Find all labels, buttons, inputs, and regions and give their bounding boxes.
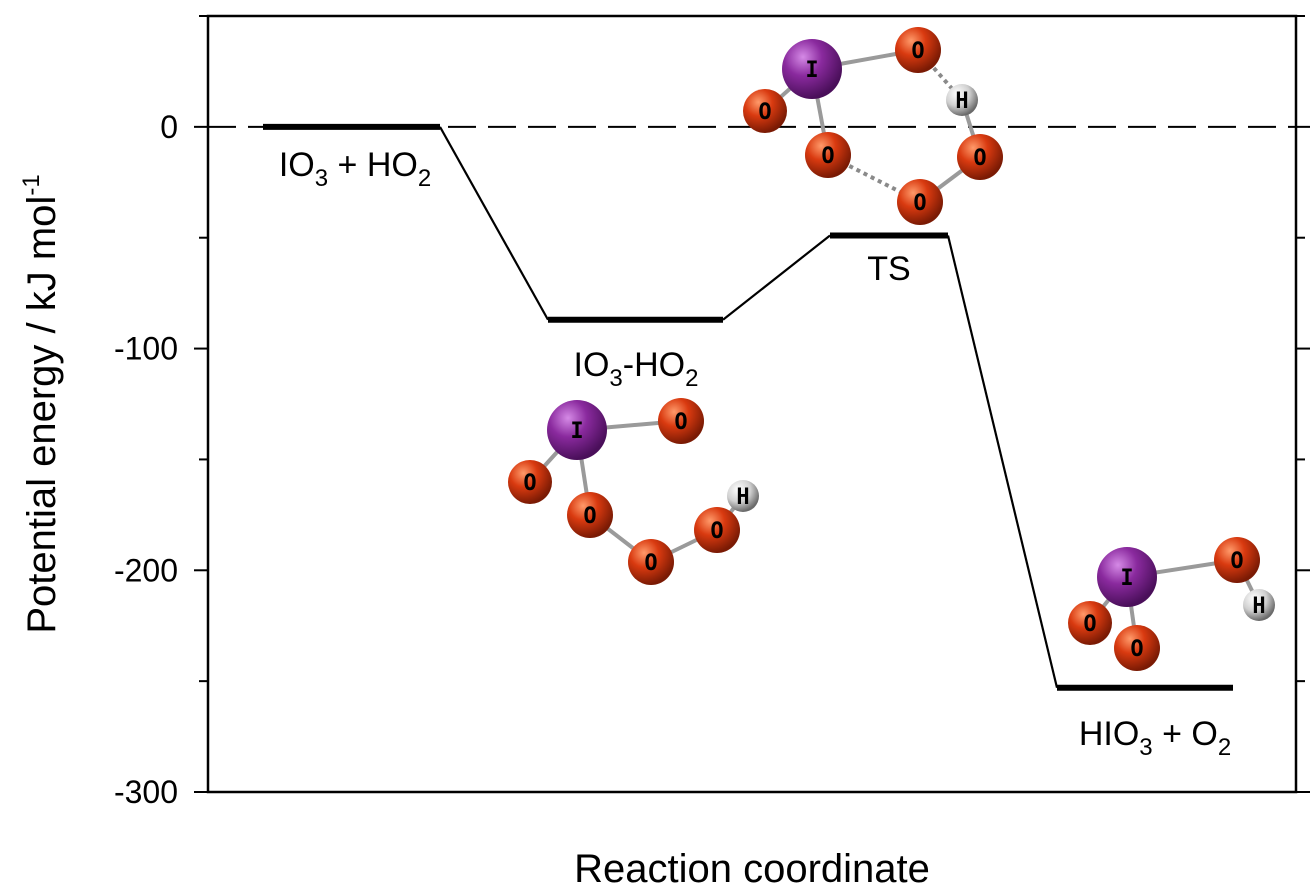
- oxygen-atom: [567, 492, 613, 538]
- atom-symbol: O: [973, 146, 986, 171]
- atom-symbol: O: [1230, 549, 1243, 574]
- hydrogen-atom: [727, 480, 759, 512]
- hydrogen-atom: [946, 84, 978, 116]
- oxygen-atom: [658, 398, 704, 444]
- hydrogen-atom: [1243, 589, 1275, 621]
- atom-symbol: O: [583, 504, 596, 529]
- y-axis-title-main: Potential energy / kJ mol: [20, 196, 64, 634]
- y-axis-title: Potential energy / kJ mol-1: [18, 174, 64, 633]
- atom-symbol: O: [1130, 637, 1143, 662]
- iodine-atom: [547, 400, 607, 460]
- oxygen-atom: [694, 507, 740, 553]
- energy-connector: [722, 234, 831, 321]
- atom-symbol: O: [758, 100, 771, 125]
- atom-symbol: O: [821, 144, 834, 169]
- atom-symbol: O: [911, 39, 924, 64]
- state-label: IO3 + HO2: [279, 146, 431, 192]
- atom-symbol: I: [1120, 566, 1133, 591]
- atom-symbol: I: [805, 58, 818, 83]
- atom-symbol: H: [955, 89, 968, 114]
- atom-symbol: H: [1252, 594, 1265, 619]
- y-tick-label: -300: [114, 774, 178, 810]
- x-axis-title: Reaction coordinate: [574, 847, 930, 891]
- oxygen-atom: [1214, 537, 1260, 583]
- y-tick-label: -100: [114, 331, 178, 367]
- y-tick-label: 0: [160, 109, 178, 145]
- energy-connector: [946, 235, 1059, 689]
- state-label: IO3-HO2: [574, 346, 699, 392]
- plot-frame: [206, 14, 1298, 794]
- oxygen-atom: [895, 27, 941, 73]
- oxygen-atom: [957, 134, 1003, 180]
- y-axis-title-sup: -1: [18, 174, 45, 195]
- energy-connector: [439, 126, 549, 321]
- oxygen-atom: [1068, 601, 1112, 645]
- state-label: TS: [867, 250, 910, 288]
- atom-symbol: O: [644, 551, 657, 576]
- atom-symbol: O: [710, 519, 723, 544]
- state-label: HIO3 + O2: [1079, 715, 1231, 761]
- oxygen-atom: [897, 179, 943, 225]
- atom-symbol: O: [913, 191, 926, 216]
- atom-symbol: O: [523, 471, 536, 496]
- atom-symbol: O: [1083, 612, 1096, 637]
- iodine-atom: [782, 39, 842, 99]
- ts-structure-picture: I O O O H O O: [743, 27, 1003, 225]
- oxygen-atom: [628, 539, 674, 585]
- oxygen-atom: [743, 89, 787, 133]
- oxygen-atom: [508, 460, 552, 504]
- y-tick-label: -200: [114, 552, 178, 588]
- oxygen-atom: [1114, 625, 1160, 671]
- iodine-atom: [1097, 547, 1157, 607]
- oxygen-atom: [805, 132, 851, 178]
- atom-symbol: I: [570, 419, 583, 444]
- atom-symbol: H: [736, 485, 749, 510]
- atom-symbol: O: [674, 410, 687, 435]
